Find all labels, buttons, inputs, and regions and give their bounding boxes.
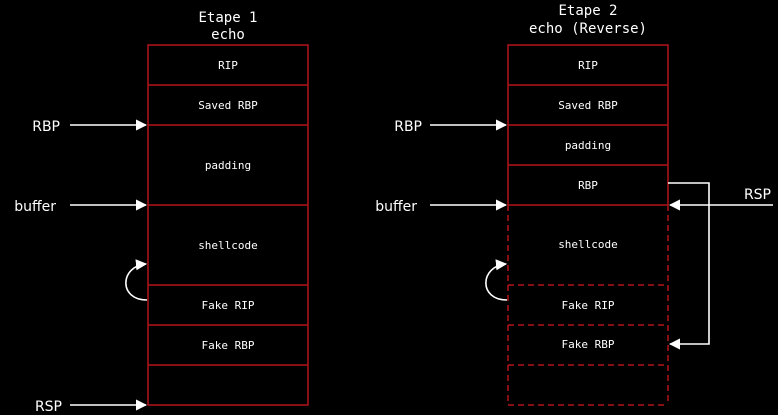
stage1-cell-fake-rbp: Fake RBP [202, 339, 255, 352]
stage1-stack-frame [147, 44, 309, 406]
stage1-cell-saved-rbp: Saved RBP [198, 99, 258, 112]
stage2-title-line2: echo (Reverse) [529, 21, 647, 37]
stage2-cell-rip: RIP [578, 59, 598, 72]
stage1-diagram: Etape 1 echo RIP Saved RBP padding shell… [14, 10, 309, 415]
stage1-cell-shellcode: shellcode [198, 239, 258, 252]
stage1-stack [147, 44, 309, 406]
stage2-rsp-label: RSP [744, 187, 771, 203]
stage1-cell-rip: RIP [218, 59, 238, 72]
stage2-rbp-link-arrow [668, 182, 710, 350]
stage2-cell-shellcode: shellcode [558, 238, 618, 251]
stage2-cell-padding: padding [565, 139, 611, 152]
stage1-buffer-label: buffer [14, 199, 56, 215]
stage2-return-arrow [485, 259, 508, 301]
stage2-rbp-label: RBP [394, 119, 422, 135]
stage2-cell-fake-rip: Fake RIP [562, 299, 615, 312]
stage2-cell-fake-rbp: Fake RBP [562, 338, 615, 351]
stage1-rsp-label: RSP [35, 399, 62, 415]
stage1-title-line1: Etape 1 [198, 10, 257, 26]
stage2-title-line1: Etape 2 [558, 3, 617, 19]
stage2-diagram: Etape 2 echo (Reverse) RIP Saved RBP pad… [375, 3, 773, 406]
stage2-buffer-label: buffer [375, 199, 417, 215]
stage2-stack-solid [507, 44, 669, 206]
stage2-cell-saved-rbp: Saved RBP [558, 99, 618, 112]
stage1-rbp-label: RBP [32, 119, 60, 135]
stage1-cell-fake-rip: Fake RIP [202, 299, 255, 312]
stage2-stack-dashed [507, 205, 669, 406]
stage1-cell-padding: padding [205, 159, 251, 172]
stage1-title-line2: echo [211, 27, 245, 43]
stage2-cell-rbp: RBP [578, 179, 598, 192]
stage1-return-arrow [125, 259, 148, 301]
